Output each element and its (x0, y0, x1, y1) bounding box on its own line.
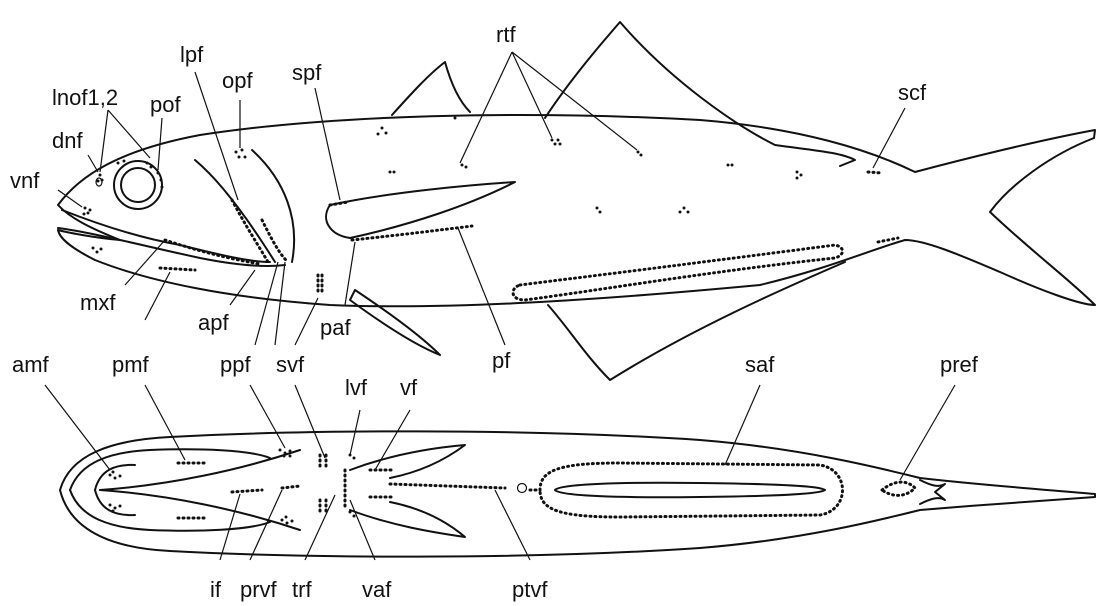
label-ptvf: ptvf (512, 577, 548, 602)
label-apf: apf (198, 310, 229, 335)
label-spf: spf (292, 60, 322, 85)
eye-inner (121, 168, 155, 202)
lateral-dot-clusters (83, 117, 899, 296)
pectoral-fin (326, 182, 515, 238)
label-if: if (210, 577, 222, 602)
ventral-jaw-upper (70, 449, 270, 490)
saf-oval (540, 463, 843, 517)
leader-lines (45, 52, 955, 560)
label-lnof: lnof1,2 (52, 85, 118, 110)
label-paf: paf (320, 315, 351, 340)
label-saf: saf (745, 352, 775, 377)
label-svf: svf (276, 352, 305, 377)
ventral-caudal (920, 480, 945, 504)
ventral-pelvic-lower (350, 502, 465, 537)
first-dorsal-fin (392, 62, 470, 115)
second-dorsal-fin (545, 22, 855, 166)
label-lpf: lpf (180, 42, 204, 67)
ventral-mid-upper (100, 450, 300, 490)
label-dnf: dnf (52, 128, 83, 153)
label-prvf: prvf (240, 577, 278, 602)
label-mxf: mxf (80, 290, 116, 315)
label-lvf: lvf (345, 375, 368, 400)
ventral-inner-lower (95, 490, 135, 515)
label-amf: amf (12, 352, 50, 377)
anal-fin-ventral (555, 483, 825, 497)
label-scf: scf (898, 80, 927, 105)
pelvic-fin (350, 290, 440, 355)
label-trf: trf (292, 577, 312, 602)
anal-fin (548, 262, 845, 380)
label-rtf: rtf (496, 22, 516, 47)
ventral-jaw-lower (70, 490, 270, 531)
ventral-pelvic-upper (350, 445, 465, 478)
labels: lnof1,2 dnf vnf pof lpf opf spf rtf scf … (10, 22, 979, 602)
ventral-mid-lower (100, 490, 300, 530)
label-pref: pref (940, 352, 979, 377)
ventral-view (60, 431, 1095, 556)
preopercle (195, 160, 275, 262)
anus (518, 484, 527, 493)
label-vaf: vaf (362, 577, 392, 602)
label-pf: pf (492, 348, 511, 373)
label-opf: opf (222, 68, 253, 93)
label-pmf: pmf (112, 352, 150, 377)
label-vf: vf (400, 375, 418, 400)
label-pof: pof (150, 92, 181, 117)
label-ppf: ppf (220, 352, 251, 377)
label-vnf: vnf (10, 168, 40, 193)
